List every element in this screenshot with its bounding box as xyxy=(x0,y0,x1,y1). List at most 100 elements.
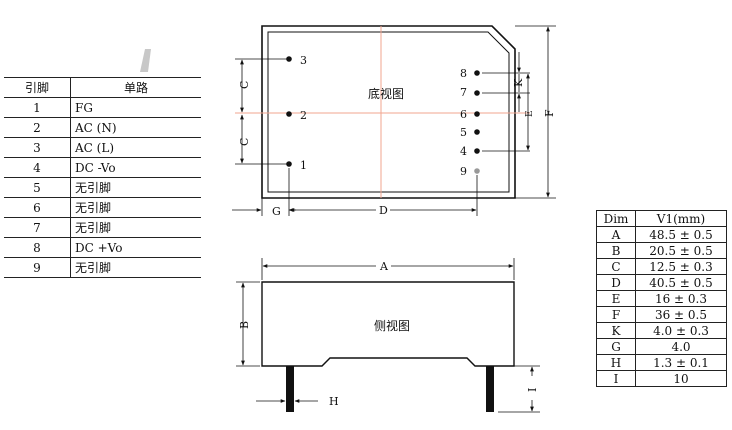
dim-name: G xyxy=(596,338,636,355)
pin-function: 无引脚 xyxy=(70,217,201,238)
pin-function: 无引脚 xyxy=(70,177,201,198)
dim-value: 4.0 xyxy=(635,338,727,355)
pin-5-label: 5 xyxy=(460,126,467,139)
pin-number: 8 xyxy=(4,237,71,258)
dim-g-label: G xyxy=(272,205,281,218)
dim-value: 4.0 ± 0.3 xyxy=(635,322,727,339)
dim-name: I xyxy=(596,370,636,387)
dim-value: 10 xyxy=(635,370,727,387)
case-outline-outer xyxy=(261,25,516,199)
pin-number: 9 xyxy=(4,257,71,278)
dim-i: I xyxy=(498,365,540,413)
pin-8-label: 8 xyxy=(460,67,467,80)
dim-k-e: K E xyxy=(482,52,535,152)
pin-number: 6 xyxy=(4,197,71,218)
dim-name: C xyxy=(596,258,636,275)
side-view-title: 侧视图 xyxy=(374,318,410,333)
dim-f-label: F xyxy=(543,109,556,117)
function-column-header: 单路 xyxy=(70,77,201,98)
pin-number: 1 xyxy=(4,97,71,118)
pin-4 xyxy=(474,148,480,154)
dim-c-label-lower: C xyxy=(238,138,251,146)
pin-function: DC -Vo xyxy=(70,157,201,178)
bottom-view: 底视图 3 2 1 8 7 6 5 4 9 C C xyxy=(232,25,556,218)
dim-value: 40.5 ± 0.5 xyxy=(635,274,727,291)
dim-value: 48.5 ± 0.5 xyxy=(635,226,727,243)
dim-a: A xyxy=(261,258,515,280)
dim-h-label: H xyxy=(329,395,339,408)
dim-g-d: G D xyxy=(232,168,478,218)
pin-9-label: 9 xyxy=(460,165,467,178)
dim-name: H xyxy=(596,354,636,371)
dim-b-label: B xyxy=(238,321,251,329)
pin-6-label: 6 xyxy=(460,108,467,121)
dim-i-label: I xyxy=(526,388,539,392)
dim-name: D xyxy=(596,274,636,291)
dim-e-label: E xyxy=(525,110,535,117)
dim-name: E xyxy=(596,290,636,307)
pin-number: 7 xyxy=(4,217,71,238)
pin-1 xyxy=(286,161,292,167)
pin-3 xyxy=(286,56,292,62)
side-body-outline xyxy=(261,281,515,367)
value-column-header: V1(mm) xyxy=(635,210,727,227)
pin-column-header: 引脚 xyxy=(4,77,71,98)
pin-7 xyxy=(474,90,480,96)
pin-function: 无引脚 xyxy=(70,257,201,278)
dim-name: F xyxy=(596,306,636,323)
pin-function: 无引脚 xyxy=(70,197,201,218)
dim-k-label: K xyxy=(512,78,525,87)
pin-4-label: 4 xyxy=(460,145,467,158)
dim-a-label: A xyxy=(379,260,389,273)
pin-number: 2 xyxy=(4,117,71,138)
dim-table-header: Dim V1(mm) xyxy=(596,210,727,227)
pin-2-label: 2 xyxy=(300,109,307,122)
pin-function: AC (L) xyxy=(70,137,201,158)
pin-number: 4 xyxy=(4,157,71,178)
bottom-view-title: 底视图 xyxy=(368,86,404,101)
case-outline-inner xyxy=(267,31,510,193)
pin-function: DC +Vo xyxy=(70,237,201,258)
dim-value: 1.3 ± 0.1 xyxy=(635,354,727,371)
pin-number: 5 xyxy=(4,177,71,198)
dim-value: 20.5 ± 0.5 xyxy=(635,242,727,259)
side-pin-right xyxy=(486,366,494,412)
dim-h: H xyxy=(256,395,339,408)
pin-function: AC (N) xyxy=(70,117,201,138)
dim-value: 16 ± 0.3 xyxy=(635,290,727,307)
dim-c: C C xyxy=(235,58,288,165)
dim-column-header: Dim xyxy=(596,210,636,227)
dim-d-label: D xyxy=(379,204,388,217)
dim-name: B xyxy=(596,242,636,259)
dim-f: F xyxy=(515,25,556,199)
side-view: 侧视图 A B H I xyxy=(236,258,540,413)
dim-name: A xyxy=(596,226,636,243)
dim-b: B xyxy=(236,281,260,367)
pin-7-label: 7 xyxy=(460,86,467,99)
pin-1-label: 1 xyxy=(300,159,307,172)
pin-8 xyxy=(474,70,480,76)
pin-number: 3 xyxy=(4,137,71,158)
pin-table-header: 引脚 单路 xyxy=(4,77,201,98)
dim-value: 36 ± 0.5 xyxy=(635,306,727,323)
pin-function: FG xyxy=(70,97,201,118)
dim-name: K xyxy=(596,322,636,339)
